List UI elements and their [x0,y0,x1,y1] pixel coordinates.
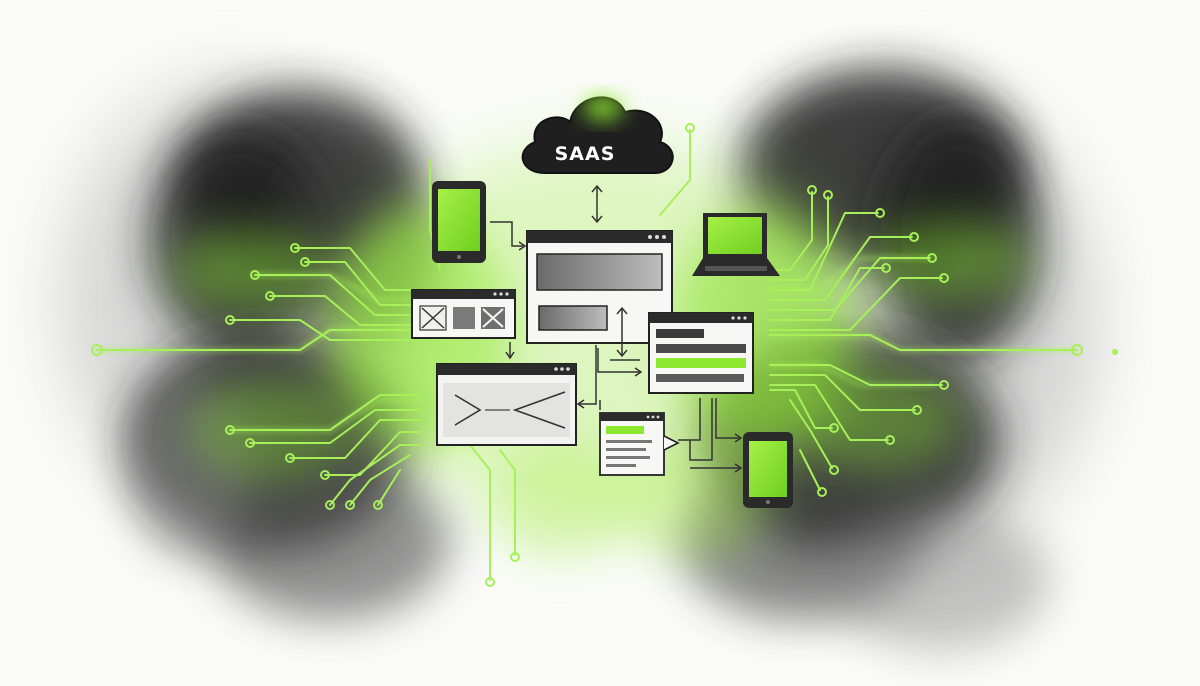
laptop-icon [692,213,780,276]
flow-connectors [576,345,743,473]
browser-window-icon [526,230,673,344]
connector-line [490,221,523,247]
circuit-traces-right [659,123,1118,497]
media-window-icon [411,289,516,339]
cloud-sync-arrow [591,184,603,224]
phone-icon [743,432,793,508]
tablet-icon [432,181,486,263]
vertical-sync-arrow [616,306,628,358]
connector-arrowhead [505,351,515,360]
cloud-icon: SAAS [521,96,674,174]
circuit-traces-left [91,159,520,587]
document-card-icon [599,412,680,476]
connector-arrowhead [518,241,527,251]
list-window-icon [648,312,754,394]
cloud-label: SAAS [555,143,616,165]
email-window-icon [436,363,577,446]
